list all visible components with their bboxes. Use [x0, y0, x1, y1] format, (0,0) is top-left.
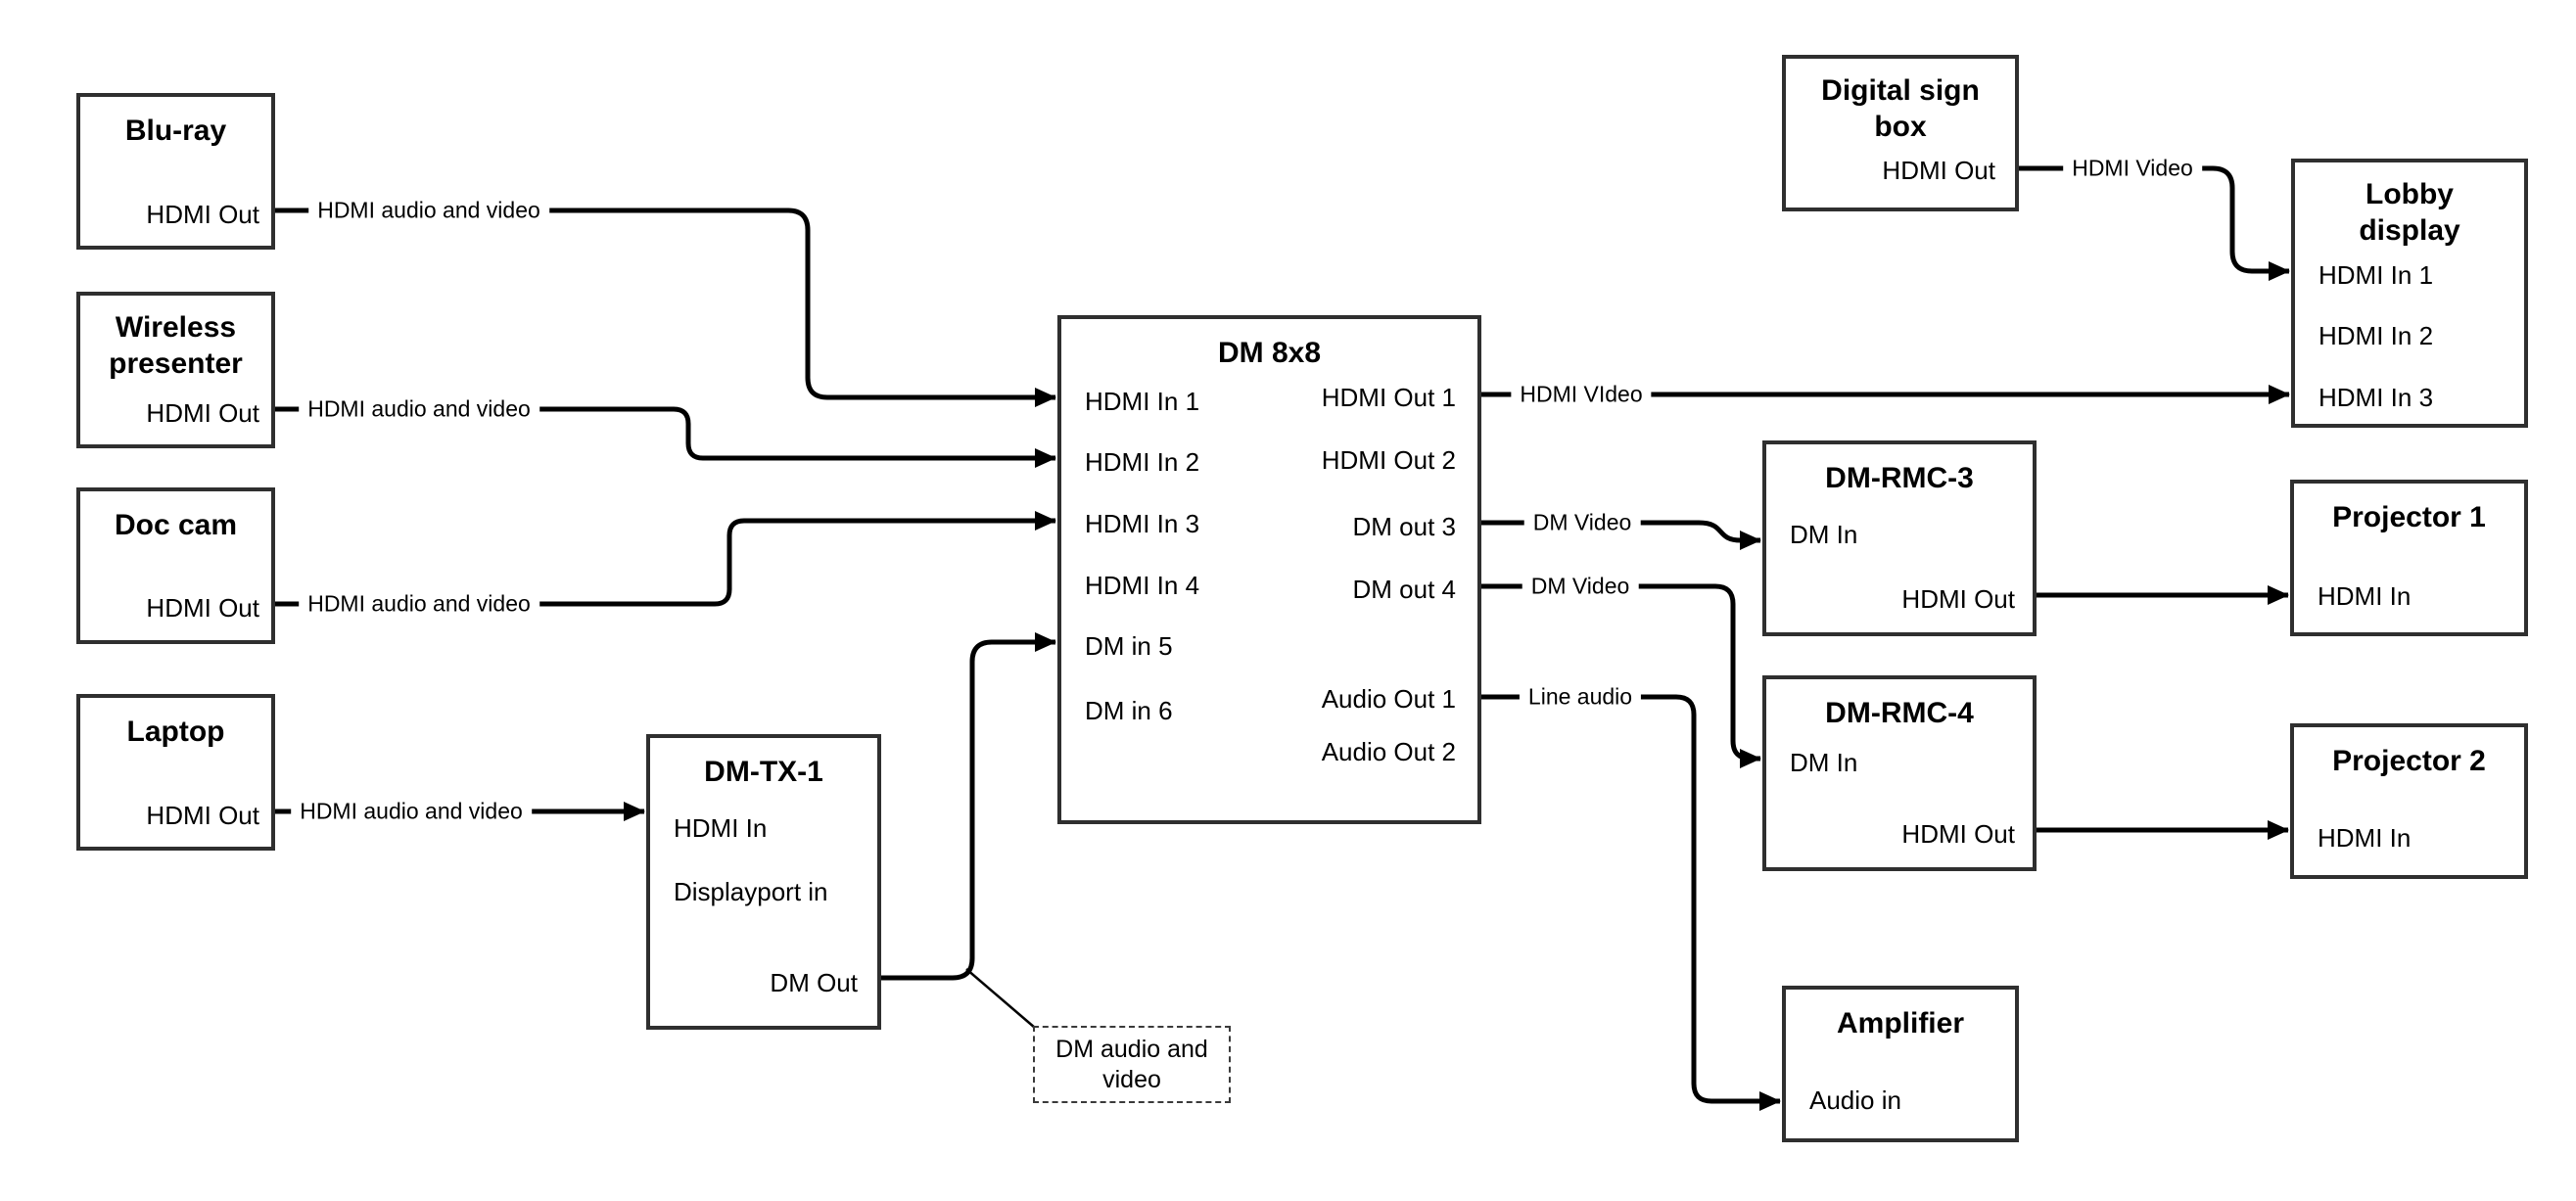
- node-blu-ray: Blu-ray HDMI Out: [76, 93, 275, 250]
- port-dm-out: DM Out: [770, 968, 858, 997]
- port-hdmi-out: HDMI Out: [146, 398, 259, 428]
- node-title: Wireless presenter: [109, 311, 243, 380]
- node-dm-rmc-3: DM-RMC-3 DM In HDMI Out: [1762, 440, 2037, 636]
- node-title: Lobby display: [2359, 178, 2460, 247]
- port-hdmi-in-4: HDMI In 4: [1085, 571, 1200, 600]
- port-audio-out-1: Audio Out 1: [1321, 684, 1456, 714]
- node-title: Doc cam: [114, 509, 238, 541]
- node-title: Projector 1: [2332, 501, 2486, 533]
- node-projector-2: Projector 2 HDMI In: [2290, 723, 2528, 879]
- port-dm-in: DM In: [1790, 520, 1858, 549]
- port-hdmi-in-2: HDMI In 2: [2318, 321, 2434, 350]
- port-audio-out-2: Audio Out 2: [1321, 737, 1456, 766]
- wire-label-hdmi-audio-video-1: HDMI audio and video: [308, 195, 549, 226]
- wire-dmtx1-dmout-to-dm8x8-dm-in-5: [881, 632, 1057, 981]
- wire-label-line-audio: Line audio: [1519, 681, 1642, 713]
- port-dm-in-5: DM in 5: [1085, 631, 1173, 661]
- port-dm-in-6: DM in 6: [1085, 696, 1173, 725]
- port-audio-in: Audio in: [1809, 1086, 1901, 1115]
- port-dm-out-4: DM out 4: [1352, 575, 1457, 604]
- node-projector-1: Projector 1 HDMI In: [2290, 480, 2528, 636]
- wire-label-hdmi-audio-video-2: HDMI audio and video: [299, 393, 539, 425]
- wire-label-dm-video-out4: DM Video: [1522, 571, 1639, 602]
- wire-dm8x8-dm-out-4-to-dmrmc4-dm-in: [1481, 583, 1762, 768]
- wire-label-hdmi-video-out1: HDMI VIdeo: [1511, 379, 1652, 410]
- port-hdmi-in: HDMI In: [674, 813, 768, 843]
- node-lobby-display: Lobby display HDMI In 1 HDMI In 2 HDMI I…: [2291, 159, 2528, 428]
- wire-label-hdmi-video-sign: HDMI Video: [2063, 153, 2202, 184]
- node-laptop: Laptop HDMI Out: [76, 694, 275, 851]
- node-title: Blu-ray: [124, 115, 227, 147]
- port-hdmi-in-3: HDMI In 3: [1085, 509, 1200, 538]
- node-dm-rmc-4: DM-RMC-4 DM In HDMI Out: [1762, 675, 2037, 871]
- port-hdmi-in-1: HDMI In 1: [2318, 260, 2434, 290]
- wire-label-hdmi-audio-video-4: HDMI audio and video: [291, 796, 532, 827]
- node-title: DM-RMC-3: [1825, 462, 1974, 494]
- node-title: DM 8x8: [1217, 337, 1322, 369]
- node-amplifier: Amplifier Audio in: [1782, 986, 2019, 1142]
- port-displayport-in: Displayport in: [674, 877, 828, 906]
- wire-digitalsign-to-lobby-hdmi-in-1: [2019, 165, 2291, 281]
- port-dm-in: DM In: [1790, 748, 1858, 777]
- node-title: Projector 2: [2332, 745, 2486, 777]
- node-title: DM-RMC-4: [1825, 697, 1974, 729]
- wire-dm8x8-dm-out-3-to-dmrmc3-dm-in: [1481, 520, 1762, 550]
- annotation-note: DM audio and video: [1033, 1026, 1231, 1103]
- port-hdmi-out: HDMI Out: [146, 593, 259, 623]
- node-wireless-presenter: Wireless presenter HDMI Out: [76, 292, 275, 448]
- port-hdmi-out: HDMI Out: [1882, 156, 1995, 185]
- node-doc-cam: Doc cam HDMI Out: [76, 487, 275, 644]
- port-hdmi-out: HDMI Out: [1901, 584, 2015, 614]
- wire-dm8x8-audio-out-1-to-amplifier-audio-in: [1481, 694, 1782, 1111]
- node-title: Laptop: [126, 716, 225, 748]
- port-hdmi-out: HDMI Out: [146, 801, 259, 830]
- node-digital-sign-box: Digital sign box HDMI Out: [1782, 55, 2019, 211]
- port-hdmi-in: HDMI In: [2318, 581, 2412, 611]
- port-hdmi-out: HDMI Out: [146, 200, 259, 229]
- annotation-leader-line: [965, 968, 1036, 1029]
- wire-label-hdmi-audio-video-3: HDMI audio and video: [299, 588, 539, 620]
- node-title: DM-TX-1: [704, 756, 823, 788]
- node-title: Amplifier: [1836, 1007, 1965, 1039]
- port-hdmi-in: HDMI In: [2318, 823, 2412, 853]
- node-title: Digital sign box: [1821, 74, 1980, 143]
- port-dm-out-3: DM out 3: [1352, 512, 1457, 541]
- wire-label-dm-video-out3: DM Video: [1523, 507, 1641, 538]
- port-hdmi-in-2: HDMI In 2: [1085, 447, 1200, 477]
- port-hdmi-out-1: HDMI Out 1: [1321, 383, 1456, 412]
- port-hdmi-out-2: HDMI Out 2: [1321, 445, 1456, 475]
- node-dm-tx-1: DM-TX-1 HDMI In Displayport in DM Out: [646, 734, 881, 1030]
- wire-wireless-to-dm8x8-hdmi-in-2: [275, 406, 1057, 468]
- port-hdmi-out: HDMI Out: [1901, 819, 2015, 849]
- port-hdmi-in-1: HDMI In 1: [1085, 387, 1200, 416]
- wire-doccam-to-dm8x8-hdmi-in-3: [275, 511, 1057, 607]
- node-dm-8x8: DM 8x8 HDMI In 1 HDMI In 2 HDMI In 3 HDM…: [1057, 315, 1481, 824]
- port-hdmi-in-3: HDMI In 3: [2318, 383, 2434, 412]
- wire-bluray-to-dm8x8-hdmi-in-1: [275, 208, 1057, 407]
